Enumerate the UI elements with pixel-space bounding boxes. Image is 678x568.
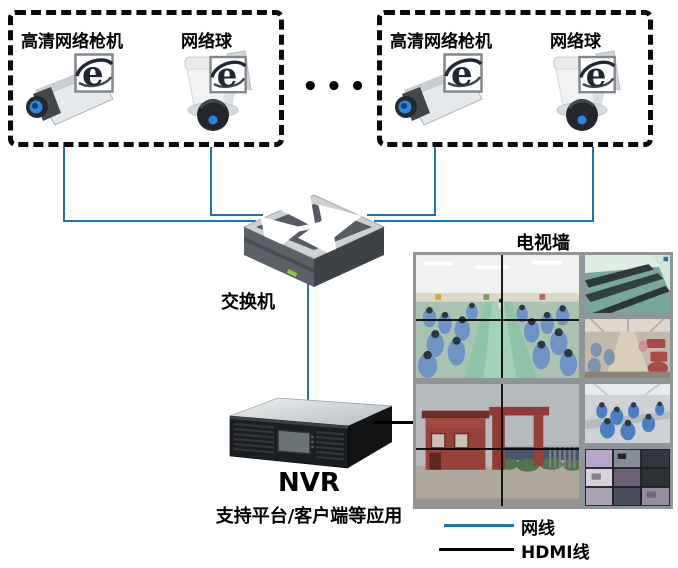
network-line-dome2-h — [374, 220, 594, 222]
bullet-camera-label: 高清网络枪机 — [390, 32, 492, 52]
network-line-switch-nvr — [307, 283, 309, 403]
monitor-feed-factory-floor-wide — [413, 252, 582, 381]
monitor-bezel-divider — [501, 255, 503, 378]
legend-network-line-label: 网线 — [521, 519, 555, 539]
nvr-subtitle: 支持平台/客户端等应用 — [215, 506, 403, 527]
network-line-dome1-h — [210, 214, 263, 216]
dome-camera-icon — [173, 48, 257, 142]
video-feed-multi-view-montage — [585, 449, 670, 506]
video-feed-garment-workshop — [585, 319, 670, 378]
camera-group-box-1: 高清网络枪机 网络球 — [8, 10, 284, 147]
monitor-bezel-divider — [416, 319, 579, 321]
network-line-cam2-h — [367, 214, 436, 216]
network-line-dome2-v — [592, 147, 594, 222]
video-feed-factory-floor — [416, 255, 579, 378]
network-line-cam2-v — [434, 147, 436, 216]
camera-group-box-2: 高清网络枪机 网络球 — [377, 10, 653, 147]
monitor-feed-production-line — [582, 252, 673, 316]
bullet-camera-label: 高清网络枪机 — [21, 32, 123, 52]
hdmi-line-nvr-wall — [374, 421, 414, 424]
switch-label: 交换机 — [221, 292, 275, 313]
tv-wall-title: 电视墙 — [516, 233, 570, 254]
monitor-bezel-divider — [501, 384, 503, 506]
bullet-camera-icon — [19, 53, 121, 139]
network-line-dome1-v — [210, 147, 212, 216]
ellipsis-more-cameras: ••• — [302, 72, 373, 102]
dome-camera-label: 网络球 — [181, 32, 232, 52]
monitor-feed-assembly-room — [582, 381, 673, 446]
legend-hdmi-line-swatch — [439, 548, 514, 551]
legend-hdmi-line-label: HDMI线 — [521, 543, 590, 563]
video-feed-factory-gate — [416, 384, 579, 506]
network-line-cam1-v — [63, 147, 65, 222]
ethernet-switch-icon — [242, 193, 386, 287]
nvr-label: NVR — [278, 468, 340, 498]
monitor-feed-garment-workshop — [582, 316, 673, 381]
tv-wall — [413, 252, 673, 509]
bullet-camera-icon — [388, 53, 490, 139]
dome-camera-label: 网络球 — [550, 32, 601, 52]
network-line-cam1-h — [63, 220, 256, 222]
monitor-bezel-divider — [416, 448, 579, 450]
legend-network-line-swatch — [444, 524, 514, 527]
monitor-feed-multi-view-montage — [582, 446, 673, 509]
monitor-feed-factory-gate — [413, 381, 582, 509]
nvr-rack-icon — [229, 397, 393, 469]
dome-camera-icon — [542, 48, 626, 142]
video-feed-assembly-room — [585, 384, 670, 443]
video-feed-production-line — [585, 255, 670, 313]
